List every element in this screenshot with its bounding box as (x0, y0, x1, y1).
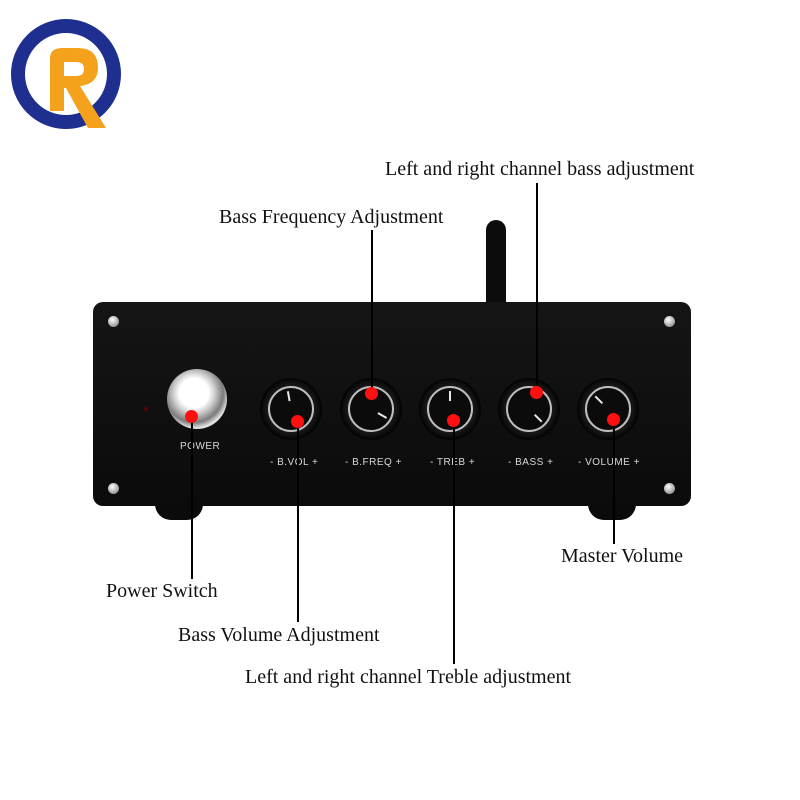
knob-label-bfreq: - B.FREQ + (345, 457, 402, 468)
callout-treble-channel: Left and right channel Treble adjustment (245, 666, 572, 688)
logo-r-glyph (50, 48, 106, 128)
callout-bass-channel: Left and right channel bass adjustment (385, 158, 695, 180)
marker-treble (447, 414, 460, 427)
marker-power (185, 410, 198, 423)
power-led (144, 407, 148, 411)
callout-line-bass-channel (536, 183, 538, 393)
marker-master-volume (607, 413, 620, 426)
bass-volume-knob[interactable] (262, 380, 320, 438)
marker-bass-volume (291, 415, 304, 428)
callout-bass-volume: Bass Volume Adjustment (178, 624, 380, 646)
screw-bottom-right (664, 483, 675, 494)
marker-bass-frequency (365, 387, 378, 400)
antenna (486, 220, 506, 310)
knob-label-treb: - TREB + (430, 457, 476, 468)
callout-bass-frequency: Bass Frequency Adjustment (219, 206, 444, 228)
screw-top-left (108, 316, 119, 327)
screw-bottom-left (108, 483, 119, 494)
knob-label-bass: - BASS + (508, 457, 554, 468)
callout-line-master-volume (613, 419, 615, 544)
logo-ring (11, 19, 121, 129)
callout-master-volume: Master Volume (561, 545, 684, 567)
knob-label-bvol: - B.VOL + (270, 457, 319, 468)
screw-top-right (664, 316, 675, 327)
callout-line-bass-volume (297, 421, 299, 622)
callout-line-bass-frequency (371, 230, 373, 395)
callout-line-treble-channel (453, 420, 455, 664)
power-button[interactable] (167, 369, 227, 429)
callout-line-power-switch (191, 416, 193, 579)
marker-bass (530, 386, 543, 399)
treble-knob[interactable] (421, 380, 479, 438)
master-volume-knob[interactable] (579, 380, 637, 438)
brand-logo (11, 19, 121, 129)
power-label: POWER (180, 441, 221, 452)
callout-power-switch: Power Switch (106, 580, 218, 602)
knob-label-volume: - VOLUME + (578, 457, 640, 468)
bass-knob[interactable] (500, 380, 558, 438)
